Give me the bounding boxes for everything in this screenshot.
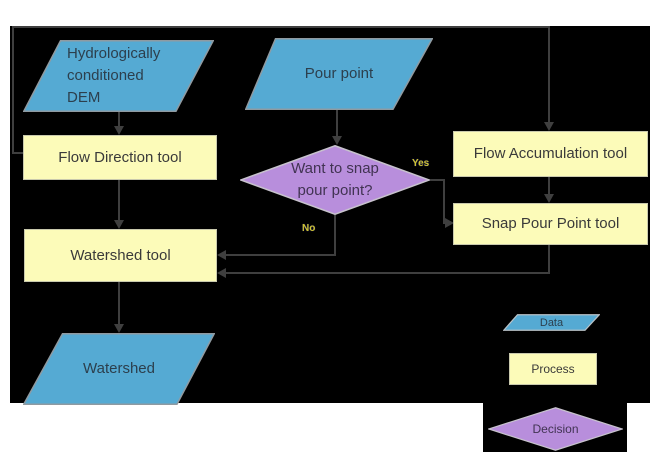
edge-decision-watershedtool-h	[225, 254, 336, 256]
node-flow-direction: Flow Direction tool	[23, 135, 217, 180]
edge-label-yes: Yes	[412, 158, 430, 169]
arrowhead-icon	[114, 324, 124, 333]
arrowhead-icon	[332, 136, 342, 145]
arrowhead-icon	[114, 126, 124, 135]
legend-item-decision: Decision	[488, 407, 623, 451]
edge-decision-snap-h	[430, 179, 445, 181]
node-flow-accumulation-label: Flow Accumulation tool	[473, 145, 628, 162]
legend-decision-shape	[488, 407, 623, 451]
edge-dem-flowdirection	[118, 112, 120, 128]
node-dem: Hydrologically conditioned DEM	[23, 40, 214, 112]
edge-pourpoint-decision	[336, 110, 338, 137]
node-decision-label: Want to snap pour point?	[291, 160, 379, 199]
arrowhead-icon	[217, 250, 226, 260]
data-parallelogram-shape	[23, 333, 215, 405]
edge-label-no: No	[302, 223, 316, 234]
node-watershed: Watershed	[23, 333, 215, 405]
legend-process-label: Process	[531, 362, 575, 376]
arrowhead-icon	[544, 194, 554, 203]
legend-item-data: Data	[503, 314, 600, 331]
node-flow-direction-label: Flow Direction tool	[58, 148, 182, 166]
node-pour-point-label: Pour point	[304, 65, 374, 82]
arrowhead-icon	[445, 218, 454, 228]
node-watershed-tool: Watershed tool	[24, 229, 217, 282]
node-flow-accumulation: Flow Accumulation tool	[453, 131, 648, 177]
node-watershed-tool-label: Watershed tool	[70, 246, 171, 264]
legend-data-label: Data	[539, 316, 564, 329]
legend-item-process: Process	[509, 353, 597, 385]
arrowhead-icon	[544, 122, 554, 131]
edge-flowdirection-flowaccumulation-down	[548, 26, 550, 122]
edge-flowdirection-flowaccumulation-stub	[12, 152, 24, 154]
node-pour-point: Pour point	[245, 38, 433, 110]
node-dem-label: Hydrologically conditioned DEM	[67, 45, 161, 106]
legend-data-shape	[503, 314, 600, 331]
edge-snap-watershedtool-v	[548, 245, 550, 274]
node-decision: Want to snap pour point?	[240, 145, 430, 215]
edge-flowdirection-flowaccumulation-left	[12, 26, 14, 154]
node-watershed-label: Watershed	[83, 360, 155, 377]
edge-flowdirection-flowaccumulation-top	[12, 26, 550, 28]
edge-watershedtool-watershed	[118, 282, 120, 326]
arrowhead-icon	[217, 268, 226, 278]
data-parallelogram-shape	[23, 40, 214, 112]
edge-flowaccumulation-snap	[548, 177, 550, 195]
edge-decision-watershedtool-v	[334, 215, 336, 256]
node-snap-pour-point-label: Snap Pour Point tool	[481, 215, 620, 232]
edge-decision-snap-v	[443, 179, 445, 224]
data-parallelogram-shape	[245, 38, 433, 110]
edge-snap-watershedtool-h	[225, 272, 550, 274]
arrowhead-icon	[114, 220, 124, 229]
legend-decision-label: Decision	[532, 422, 579, 436]
decision-diamond-shape	[240, 145, 430, 215]
edge-flowdirection-watershedtool	[118, 180, 120, 221]
node-snap-pour-point: Snap Pour Point tool	[453, 203, 648, 245]
